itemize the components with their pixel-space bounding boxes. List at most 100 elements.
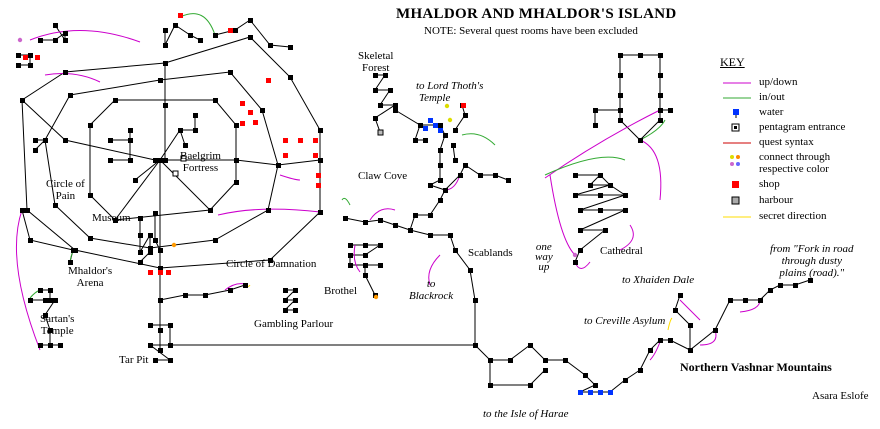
room-node: [348, 243, 353, 248]
room-node: [113, 218, 118, 223]
map-path: [619, 54, 661, 141]
room-node: [43, 298, 48, 303]
room-node: [53, 38, 58, 43]
room-node: [388, 88, 393, 93]
room-node: [203, 293, 208, 298]
map-path: [110, 139, 131, 161]
updown-line-icon: [723, 82, 751, 84]
room-node: [598, 193, 603, 198]
key-label: pentagram entrance: [759, 121, 846, 133]
room-node: [33, 138, 38, 143]
room-node: [678, 293, 683, 298]
shop-room: [228, 28, 233, 33]
room-node: [658, 108, 663, 113]
room-node: [63, 31, 68, 36]
inout-exit: [179, 13, 216, 36]
room-node: [208, 208, 213, 213]
map-path: [674, 294, 691, 350]
label-isle-of-harae: to the Isle of Harae: [483, 408, 569, 420]
room-node: [228, 70, 233, 75]
room-node: [608, 183, 613, 188]
room-node: [658, 73, 663, 78]
shop-room: [316, 183, 321, 188]
map-path: [609, 279, 811, 393]
room-node: [623, 208, 628, 213]
map-path: [574, 174, 626, 263]
room-node: [153, 238, 158, 243]
room-node: [458, 173, 463, 178]
room-node: [378, 218, 383, 223]
water-square-icon: [733, 109, 739, 118]
key-label: connect through: [759, 151, 831, 163]
room-node: [68, 260, 73, 265]
room-node: [148, 246, 153, 251]
key-item-pentagram: pentagram entrance: [723, 121, 873, 135]
map-path: [159, 115, 196, 161]
room-node: [48, 343, 53, 348]
room-node: [233, 28, 238, 33]
room-node: [283, 298, 288, 303]
room-node: [408, 228, 413, 233]
room-node: [153, 358, 158, 363]
room-node: [234, 158, 239, 163]
room-node: [168, 343, 173, 348]
secret-line-icon: [723, 216, 751, 218]
map-path: [214, 19, 291, 48]
key-label: in/out: [759, 91, 785, 103]
room-node: [53, 23, 58, 28]
updown-exit: [639, 139, 662, 201]
room-node: [443, 133, 448, 138]
shop-room: [461, 103, 466, 108]
room-node: [598, 173, 603, 178]
room-node: [688, 323, 693, 328]
room-node: [158, 78, 163, 83]
connect-dot: [444, 103, 450, 109]
room-node: [63, 38, 68, 43]
room-node: [563, 358, 568, 363]
room-node: [583, 373, 588, 378]
water-room: [608, 390, 613, 395]
room-node: [33, 148, 38, 153]
key-label: water: [759, 106, 784, 118]
room-node: [453, 128, 458, 133]
room-node: [443, 188, 448, 193]
connect-dot: [373, 294, 379, 300]
room-node: [38, 288, 43, 293]
room-node: [158, 158, 163, 163]
room-node: [451, 143, 456, 148]
room-node: [468, 268, 473, 273]
room-node: [578, 208, 583, 213]
room-node: [268, 43, 273, 48]
room-node: [623, 378, 628, 383]
shop-room: [166, 270, 171, 275]
map-title: MHALDOR AND MHALDOR'S ISLAND: [396, 6, 677, 22]
harbour-square-icon: [731, 196, 740, 205]
shop-square-icon: [732, 181, 739, 188]
room-node: [673, 308, 678, 313]
room-node: [193, 113, 198, 118]
room-node: [198, 38, 203, 43]
room-node: [318, 210, 323, 215]
room-node: [603, 228, 608, 233]
room-node: [618, 53, 623, 58]
water-room: [578, 390, 583, 395]
room-node: [138, 250, 143, 255]
map-path: [139, 218, 151, 263]
key-item-up-down: up/down: [723, 76, 873, 90]
updown-exit: [279, 174, 301, 181]
room-node: [528, 383, 533, 388]
room-node: [393, 108, 398, 113]
room-node: [438, 198, 443, 203]
room-node: [378, 103, 383, 108]
key-item-in-out: in/out: [723, 91, 873, 105]
room-node: [428, 233, 433, 238]
inout-exit: [544, 156, 626, 176]
room-node: [153, 158, 158, 163]
inout-exit: [341, 197, 351, 206]
room-node: [473, 298, 478, 303]
room-node: [153, 211, 158, 216]
